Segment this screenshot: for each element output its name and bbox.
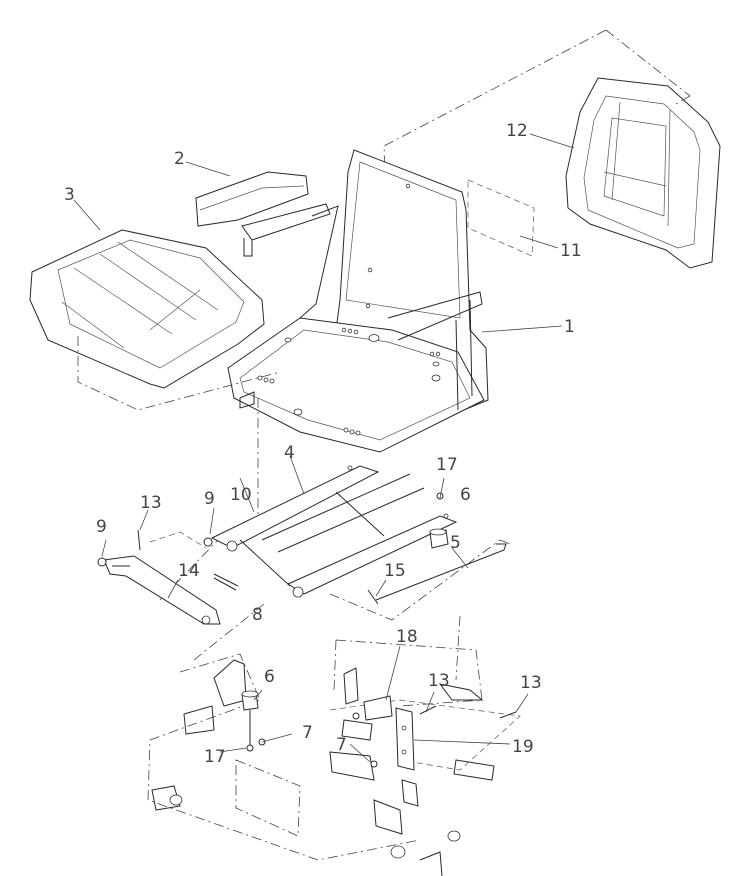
nut (203, 537, 213, 547)
leader-lines (73, 133, 575, 763)
callout-2: 2 (174, 149, 185, 169)
callout-13c: 13 (520, 673, 542, 693)
callout-labels: 1 2 3 4 5 6 6 7 7 8 9 9 10 11 12 13 13 1… (64, 121, 582, 767)
callout-5: 5 (450, 533, 461, 553)
callout-15: 15 (384, 561, 406, 581)
callout-19: 19 (512, 737, 534, 757)
callout-14: 14 (178, 561, 200, 581)
callout-7a: 7 (302, 723, 313, 743)
nut (97, 557, 107, 567)
callout-9b: 9 (204, 489, 215, 509)
callout-4: 4 (284, 443, 295, 463)
seat-back-cushion (565, 77, 721, 269)
seat-frame (227, 149, 489, 453)
base-platform (147, 639, 521, 876)
adjust-rod (375, 543, 507, 601)
armrest (195, 171, 331, 257)
callout-6a: 6 (460, 485, 471, 505)
callout-8: 8 (252, 605, 263, 625)
callout-13a: 13 (140, 493, 162, 513)
rail-outline (159, 539, 501, 621)
slide-rail-frame (210, 465, 458, 598)
callout-7b: 7 (336, 735, 347, 755)
callout-6b: 6 (264, 667, 275, 687)
callout-1: 1 (564, 317, 575, 337)
callout-17b: 17 (204, 747, 226, 767)
back-plate (467, 179, 535, 257)
callout-9a: 9 (96, 517, 107, 537)
callout-12: 12 (506, 121, 528, 141)
callout-11: 11 (560, 241, 582, 261)
latch-handle (103, 555, 221, 625)
bracket-assembly (352, 695, 517, 771)
bumper-upper (429, 528, 449, 549)
callout-13b: 13 (428, 671, 450, 691)
seat-cushion (29, 229, 265, 389)
cushion-mount-outline (77, 336, 281, 411)
bolt (213, 573, 239, 591)
callout-3: 3 (64, 185, 75, 205)
bumper-lower (241, 690, 266, 752)
callout-17a: 17 (436, 455, 458, 475)
callout-18: 18 (396, 627, 418, 647)
callout-10: 10 (230, 485, 252, 505)
